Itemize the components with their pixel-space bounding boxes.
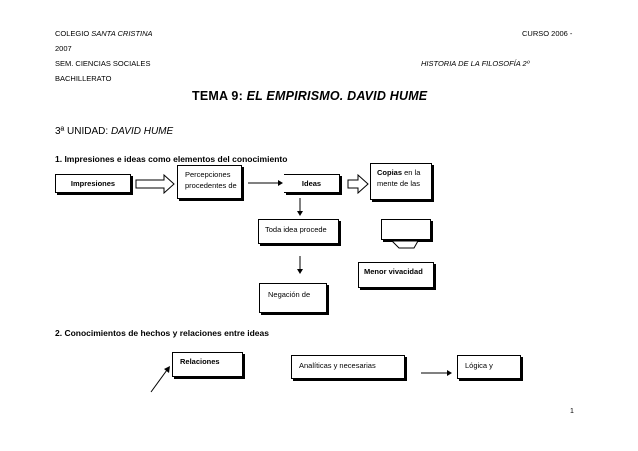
menor-vivacidad-text: Menor vivacidad: [364, 267, 423, 276]
level-label: BACHILLERATO: [55, 74, 112, 83]
menor-vivacidad-box: Menor vivacidad: [358, 262, 434, 288]
percepciones-line2: procedentes de: [185, 181, 237, 190]
negacion-text: Negación de: [268, 290, 311, 299]
section-1-heading: 1. Impresiones e ideas como elementos de…: [55, 154, 288, 164]
unit-heading: 3ª UNIDAD: DAVID HUME: [55, 126, 173, 137]
section-2-heading: 2. Conocimientos de hechos y relaciones …: [55, 328, 269, 338]
school-label: COLEGIO SANTA CRISTINA: [55, 29, 153, 38]
block-arrow-impresiones: [135, 173, 175, 195]
subject-label: HISTORIA DE LA FILOSOFÍA 2º: [421, 59, 530, 68]
unit-prefix: 3ª UNIDAD:: [55, 126, 111, 137]
analiticas-box: Analíticas y necesarias: [291, 355, 405, 379]
relaciones-text: Relaciones: [180, 357, 220, 366]
title-prefix: TEMA 9:: [192, 89, 247, 103]
logica-text: Lógica y: [465, 361, 493, 370]
course-label: CURSO 2006 -: [522, 29, 573, 38]
toda-idea-text: Toda idea procede: [265, 225, 327, 234]
copias-line2: mente de las: [377, 179, 420, 188]
logica-box: Lógica y: [457, 355, 521, 379]
ideas-box: Ideas: [284, 174, 340, 193]
negacion-box: Negación de: [259, 283, 327, 313]
school-name: SANTA CRISTINA: [91, 29, 153, 38]
department-label: SEM. CIENCIAS SOCIALES: [55, 59, 151, 68]
copias-rest: en la: [402, 168, 421, 177]
toda-idea-box: Toda idea procede: [258, 219, 339, 244]
copias-box: Copias en la mente de las: [370, 163, 432, 200]
course-year: 2007: [55, 44, 72, 53]
analiticas-text: Analíticas y necesarias: [299, 361, 376, 370]
empty-box: [381, 219, 431, 240]
percepciones-box: Percepciones procedentes de: [177, 165, 242, 199]
unit-name: DAVID HUME: [110, 126, 174, 137]
block-arrow-ideas: [347, 173, 369, 195]
relaciones-box: Relaciones: [172, 352, 243, 377]
percepciones-line1: Percepciones: [185, 170, 231, 179]
title-rest: EL EMPIRISMO. DAVID HUME: [246, 89, 428, 103]
page-number: 1: [570, 408, 574, 415]
impresiones-box: Impresiones: [55, 174, 131, 193]
school-prefix: COLEGIO: [55, 29, 92, 38]
copias-bold: Copias: [377, 168, 403, 177]
page-title: TEMA 9: EL EMPIRISMO. DAVID HUME: [192, 89, 427, 103]
block-arrow-down: [390, 240, 419, 249]
arrow-diagonal-relaciones: [150, 369, 168, 393]
